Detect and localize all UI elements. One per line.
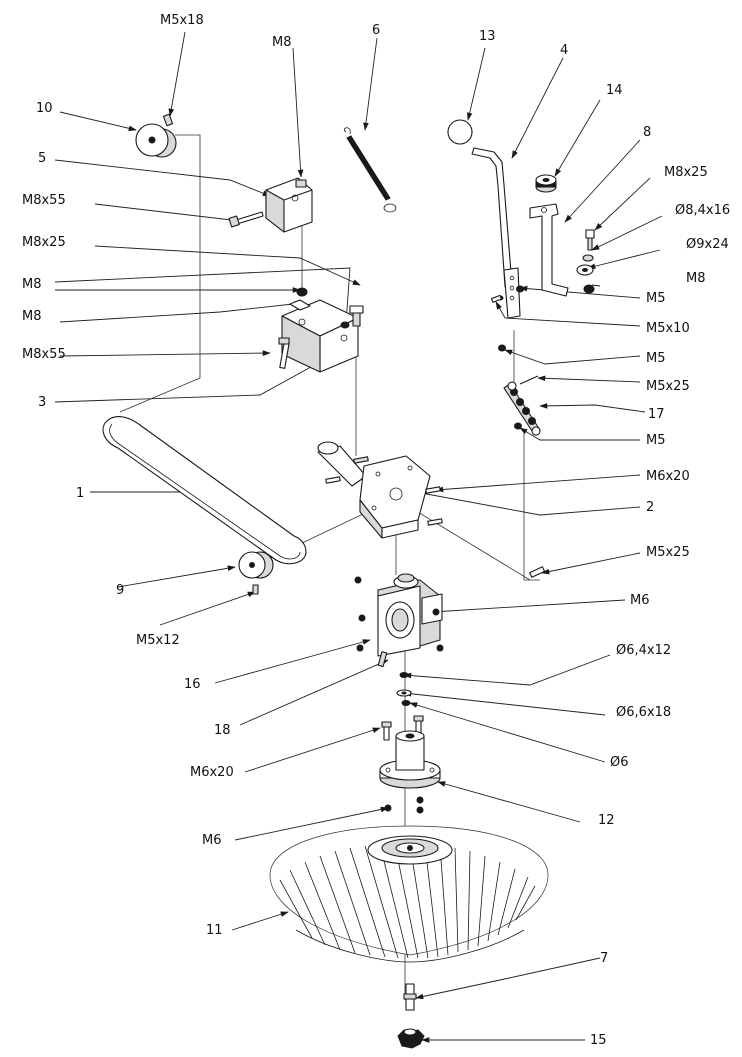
parts (102, 113, 595, 1049)
callout-5: 5 (38, 151, 46, 166)
shaft-key (377, 651, 388, 668)
callout-m8x25-left: M8x25 (22, 235, 66, 250)
callout-15: 15 (590, 1033, 607, 1048)
callout-1: 1 (76, 486, 84, 501)
callout-m8x55-mid: M8x55 (22, 347, 66, 362)
callout-7: 7 (600, 951, 608, 966)
callout-m5-r3: M5 (646, 433, 666, 448)
callout-d64x12: Ø6,4x12 (616, 643, 671, 658)
leader-lines (54, 31, 663, 1043)
callout-d66x18: Ø6,6x18 (616, 705, 671, 720)
callout-d84x16: Ø8,4x16 (675, 203, 730, 218)
upper-bracket (265, 177, 313, 233)
callout-m8x55-top: M8x55 (22, 193, 66, 208)
rubber-bush (535, 174, 557, 193)
lever-bracket (529, 203, 569, 297)
callout-17: 17 (648, 407, 665, 422)
callout-m6-left: M6 (202, 833, 222, 848)
callout-m5x25-r1: M5x25 (646, 379, 690, 394)
callout-m5x25-r2: M5x25 (646, 545, 690, 560)
drive-belt (102, 416, 307, 565)
callout-m8-mid1: M8 (22, 277, 42, 292)
callout-m5x18-top: M5x18 (160, 13, 204, 28)
callout-m6-right: M6 (630, 593, 650, 608)
callout-9: 9 (116, 583, 124, 598)
bolt-m8x55-mid (278, 337, 290, 369)
knob-ball (447, 119, 473, 145)
callout-6: 6 (372, 23, 380, 38)
gearbox (354, 573, 444, 657)
callout-m8-top: M8 (272, 35, 292, 50)
washer-stack (396, 672, 412, 706)
callout-d9x24: Ø9x24 (686, 237, 729, 252)
callout-d6: Ø6 (610, 755, 629, 770)
callout-12: 12 (598, 813, 615, 828)
callout-16: 16 (184, 677, 201, 692)
callout-10: 10 (36, 101, 53, 116)
callout-m6x20-right: M6x20 (646, 469, 690, 484)
bolts-m6x20-hub (381, 715, 424, 741)
callout-m8-mid2: M8 (22, 309, 42, 324)
callout-m5x12: M5x12 (136, 633, 180, 648)
spring (343, 127, 397, 213)
drive-shaft (403, 983, 417, 1011)
rotary-brush (269, 825, 549, 963)
callout-m8x25-right: M8x25 (664, 165, 708, 180)
pulley-small (238, 551, 274, 595)
bolt-m8x55-top (228, 211, 264, 228)
callout-labels: M5x18 M8 6 13 4 14 10 8 5 M8x25 M8x55 Ø8… (22, 13, 730, 1048)
callout-m8-right: M8 (686, 271, 706, 286)
callout-2: 2 (646, 500, 654, 515)
callout-m5x10: M5x10 (646, 321, 690, 336)
adjusting-lever (471, 147, 521, 319)
bolts-m6x20-plate (325, 456, 443, 526)
bolt-m8x25 (349, 305, 364, 327)
callout-m5-r2: M5 (646, 351, 666, 366)
mounting-plate (317, 441, 431, 539)
callout-8: 8 (643, 125, 651, 140)
callout-11: 11 (206, 923, 223, 938)
callout-14: 14 (606, 83, 623, 98)
star-knob (397, 1028, 425, 1049)
callout-13: 13 (479, 29, 496, 44)
brush-hub (379, 730, 441, 814)
callout-m5-r1: M5 (646, 291, 666, 306)
callout-4: 4 (560, 43, 568, 58)
bolt-washers-right (576, 229, 595, 294)
callout-3: 3 (38, 395, 46, 410)
callout-m6x20-left: M6x20 (190, 765, 234, 780)
square-tube-bracket (281, 299, 359, 373)
callout-18: 18 (214, 723, 231, 738)
pulley-large (135, 113, 177, 158)
adjustment-chain (503, 375, 541, 436)
